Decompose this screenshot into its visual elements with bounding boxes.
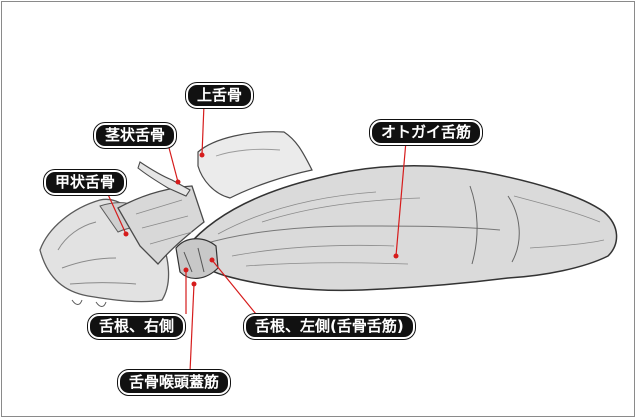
dot-root-right xyxy=(184,268,189,273)
label-hyoepiglottic: 舌骨喉頭蓋筋 xyxy=(118,370,230,395)
leader-hyoepiglottic xyxy=(190,284,194,372)
label-hyoid: 上舌骨 xyxy=(186,83,253,108)
label-genioglossus: オトガイ舌筋 xyxy=(370,120,482,145)
label-thyroglossal: 甲状舌骨 xyxy=(44,170,126,195)
dot-genioglossus xyxy=(394,254,399,259)
dot-hyoepiglottic xyxy=(192,282,197,287)
dot-root-left xyxy=(210,258,215,263)
dot-styloglossus xyxy=(176,180,181,185)
label-styloglossus: 茎状舌骨 xyxy=(94,123,176,148)
label-root-left: 舌根、左側(舌骨舌筋) xyxy=(244,314,415,339)
label-root-right: 舌根、右側 xyxy=(88,314,185,339)
dot-hyoid xyxy=(200,153,205,158)
leader-styloglossus xyxy=(168,144,178,182)
dot-thyroglossal xyxy=(124,232,129,237)
